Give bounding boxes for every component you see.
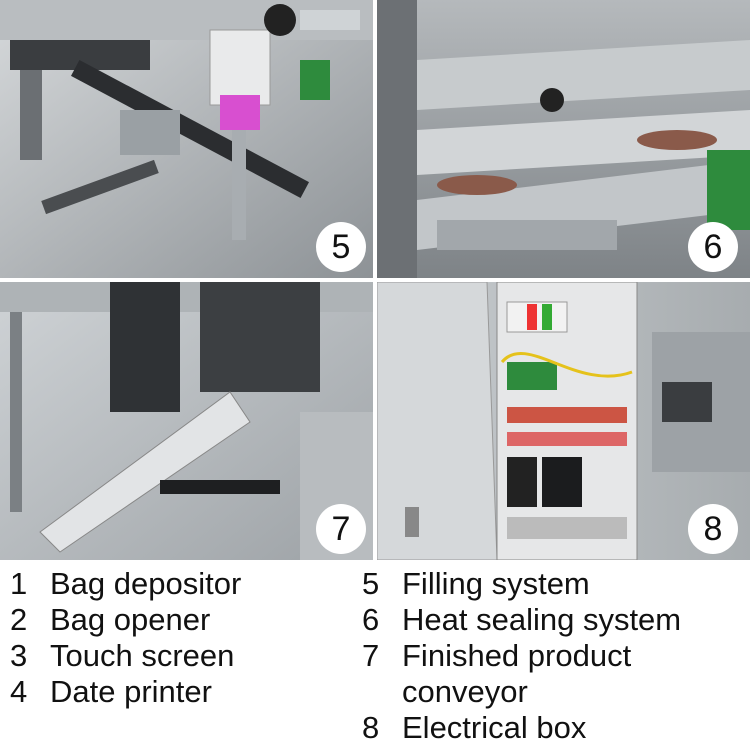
legend-item: 3 Touch screen (10, 638, 350, 674)
photo-heat-sealing-system: 6 (377, 0, 750, 278)
legend-label: Filling system (402, 566, 590, 601)
legend-number: 8 (362, 710, 380, 745)
photo-finished-product-conveyor: 7 (0, 282, 373, 560)
legend-label: Heat sealing system (402, 602, 682, 637)
legend-item: 5 Filling system (362, 566, 747, 602)
panel-number-badge: 8 (688, 504, 738, 554)
legend-item: 7 Finished product (362, 638, 747, 674)
legend-number: 6 (362, 602, 380, 637)
legend-number: 1 (10, 566, 28, 601)
legend-label: Electrical box (402, 710, 587, 745)
legend-item: 8 Electrical box (362, 710, 747, 746)
legend-number: 5 (362, 566, 380, 601)
legend-number: 2 (10, 602, 28, 637)
legend-item: 4 Date printer (10, 674, 350, 710)
heat-sealing-illustration (377, 0, 750, 278)
legend-number: 3 (10, 638, 28, 673)
legend-number: 7 (362, 638, 380, 673)
legend-item: 6 Heat sealing system (362, 602, 747, 638)
legend-label: Date printer (50, 674, 212, 709)
legend-label: conveyor (402, 674, 528, 709)
conveyor-illustration (0, 282, 373, 560)
panel-number-badge: 5 (316, 222, 366, 272)
photo-filling-system: 5 (0, 0, 373, 278)
legend-item: conveyor (362, 674, 747, 710)
legend-item: 2 Bag opener (10, 602, 350, 638)
legend-right: 5 Filling system 6 Heat sealing system 7… (362, 566, 747, 746)
panel-number-badge: 7 (316, 504, 366, 554)
legend-label: Finished product (402, 638, 632, 673)
legend-number: 4 (10, 674, 28, 709)
panel-number-badge: 6 (688, 222, 738, 272)
photo-electrical-box: 8 (377, 282, 750, 560)
legend-item: 1 Bag depositor (10, 566, 350, 602)
legend-label: Touch screen (50, 638, 235, 673)
legend-left: 1 Bag depositor 2 Bag opener 3 Touch scr… (10, 566, 350, 746)
electrical-box-illustration (377, 282, 750, 560)
legend-label: Bag depositor (50, 566, 242, 601)
filling-system-illustration (0, 0, 373, 278)
legend-label: Bag opener (50, 602, 211, 637)
